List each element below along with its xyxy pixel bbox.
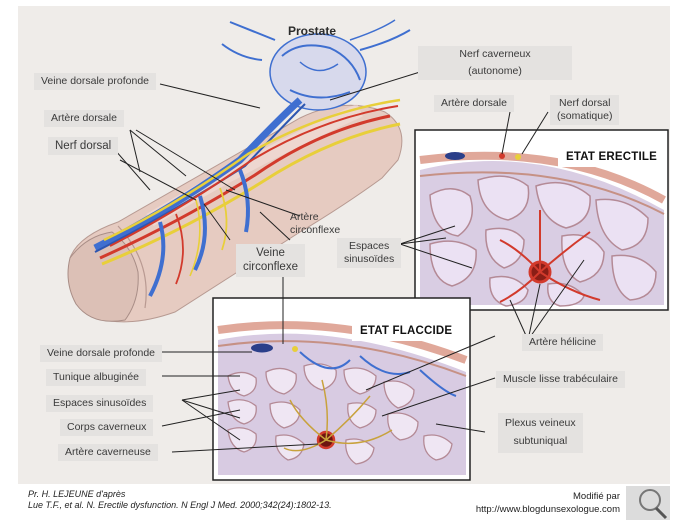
label-artere-dorsale-inset: Artère dorsale <box>434 95 514 113</box>
label-muscle-lisse: Muscle lisse trabéculaire <box>496 371 625 389</box>
label-nerf-caverneux-line1: Nerf caverneux <box>459 48 531 60</box>
label-veine-circonflexe-line1: Veine <box>256 247 285 259</box>
label-tunique-albuginee: Tunique albuginée <box>46 369 147 387</box>
label-veine-dorsale-profonde: Veine dorsale profonde <box>34 73 156 91</box>
label-plexus-veineux: Plexus veineux subtuniqual <box>498 413 583 453</box>
label-plexus-veineux-line1: Plexus veineux <box>505 417 576 429</box>
credit: Modifié par http://www.blogdunsexologue.… <box>440 490 620 517</box>
label-artere-circonflexe-line2: circonflexe <box>290 224 341 237</box>
magnifier-icon <box>626 486 670 520</box>
label-espaces-sinusoides-top-line2: sinusoïdes <box>344 253 395 266</box>
label-espaces-sinusoides-top-line1: Espaces <box>348 240 390 252</box>
leader-lines <box>114 71 585 453</box>
label-nerf-dorsal-somatique-line1: Nerf dorsal <box>559 97 611 109</box>
label-nerf-caverneux-line2: (autonome) <box>468 65 522 78</box>
flaccid-inset <box>212 297 471 481</box>
prostate-gland <box>221 19 411 111</box>
label-nerf-dorsal-somatique-line2: (somatique) <box>557 110 613 123</box>
citation-line1: Pr. H. LEJEUNE d'après <box>28 489 126 499</box>
erectile-inset <box>414 129 669 311</box>
label-veine-dorsale-profonde-bottom: Veine dorsale profonde <box>40 345 162 363</box>
label-nerf-caverneux: Nerf caverneux (autonome) <box>418 46 572 81</box>
label-veine-circonflexe-line2: circonflexe <box>243 261 298 274</box>
label-artere-dorsale: Artère dorsale <box>44 110 124 128</box>
label-corps-caverneux: Corps caverneux <box>60 419 154 437</box>
label-nerf-dorsal-somatique: Nerf dorsal (somatique) <box>550 95 620 126</box>
label-espaces-sinusoides-top: Espaces sinusoïdes <box>337 238 402 269</box>
citation: Pr. H. LEJEUNE d'après Lue T.F., et al. … <box>28 489 332 512</box>
label-plexus-veineux-line2: subtuniqual <box>513 434 568 447</box>
label-nerf-dorsal: Nerf dorsal <box>48 137 119 156</box>
title-etat-flaccide: ETAT FLACCIDE <box>352 321 461 341</box>
dorsal-vessels <box>93 97 401 297</box>
credit-link[interactable]: http://www.blogdunsexologue.com <box>475 504 620 516</box>
title-etat-erectile: ETAT ERECTILE <box>558 147 665 167</box>
label-espaces-sinusoides-bottom: Espaces sinusoïdes <box>46 395 154 413</box>
label-veine-circonflexe: Veine circonflexe <box>236 244 305 277</box>
label-artere-caverneuse: Artère caverneuse <box>58 444 158 462</box>
label-artere-circonflexe: Artère circonflexe <box>287 210 343 238</box>
credit-line1: Modifié par <box>573 491 620 502</box>
citation-line2: Lue T.F., et al. N. Erectile dysfunction… <box>28 500 332 511</box>
label-artere-circonflexe-line1: Artère <box>290 211 319 223</box>
label-artere-helicine: Artère hélicine <box>522 334 604 352</box>
label-prostate: Prostate <box>288 24 337 38</box>
